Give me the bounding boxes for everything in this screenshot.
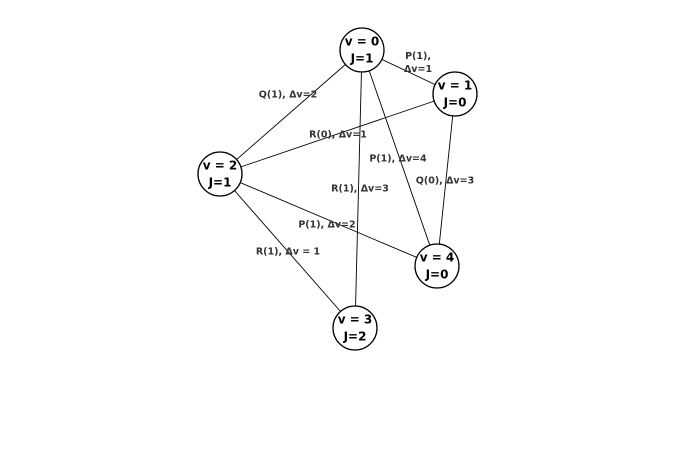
edge-n0-n3 <box>354 49 363 329</box>
state-node-circle <box>432 71 478 117</box>
edge-label: P(1), <box>405 51 431 62</box>
state-node: v = 4 J=0 <box>414 243 460 289</box>
edge-label: R(1), Δv = 1 <box>256 247 320 258</box>
edge-n2-n3 <box>219 173 356 329</box>
edge-n1-n4 <box>436 93 456 267</box>
edge-labels-layer: P(1),Δv=1Q(1), Δv=2R(1), Δv=3P(1), Δv=4R… <box>256 51 474 258</box>
edge-label: P(1), Δv=2 <box>298 220 355 231</box>
edge-label: Q(1), Δv=2 <box>259 90 317 101</box>
state-node: v = 0 J=1 <box>339 27 385 73</box>
state-node: v = 3 J=2 <box>332 305 378 351</box>
state-vibrational-label: v = 1 <box>438 79 473 93</box>
state-rotational-label: J=1 <box>350 52 374 66</box>
edge-label: Q(0), Δv=3 <box>416 176 474 187</box>
state-vibrational-label: v = 4 <box>420 251 455 265</box>
edge-n0-n2 <box>219 49 363 175</box>
state-node-circle <box>197 151 243 197</box>
nodes-layer: v = 0 J=1 v = 1 J=0 v = 2 J=1 v = 3 J=2 v = 4 J=0 <box>197 27 478 351</box>
edge-label: R(0), Δv=1 <box>309 130 367 141</box>
state-node-circle <box>414 243 460 289</box>
edge-n2-n4 <box>219 173 438 267</box>
state-rotational-label: J=1 <box>208 176 232 190</box>
edge-label: Δv=1 <box>404 64 432 75</box>
state-rotational-label: J=0 <box>443 96 467 110</box>
edges-layer <box>219 49 456 329</box>
state-node: v = 2 J=1 <box>197 151 243 197</box>
state-vibrational-label: v = 2 <box>203 159 238 173</box>
state-node-circle <box>339 27 385 73</box>
edge-label: R(1), Δv=3 <box>331 184 389 195</box>
state-vibrational-label: v = 0 <box>345 35 380 49</box>
edge-label: P(1), Δv=4 <box>369 154 427 165</box>
edge-n2-n1 <box>219 93 456 175</box>
state-rotational-label: J=0 <box>425 268 449 282</box>
state-rotational-label: J=2 <box>343 330 367 344</box>
state-node-circle <box>332 305 378 351</box>
state-vibrational-label: v = 3 <box>338 313 373 327</box>
state-node: v = 1 J=0 <box>432 71 478 117</box>
edge-n0-n4 <box>361 49 438 267</box>
